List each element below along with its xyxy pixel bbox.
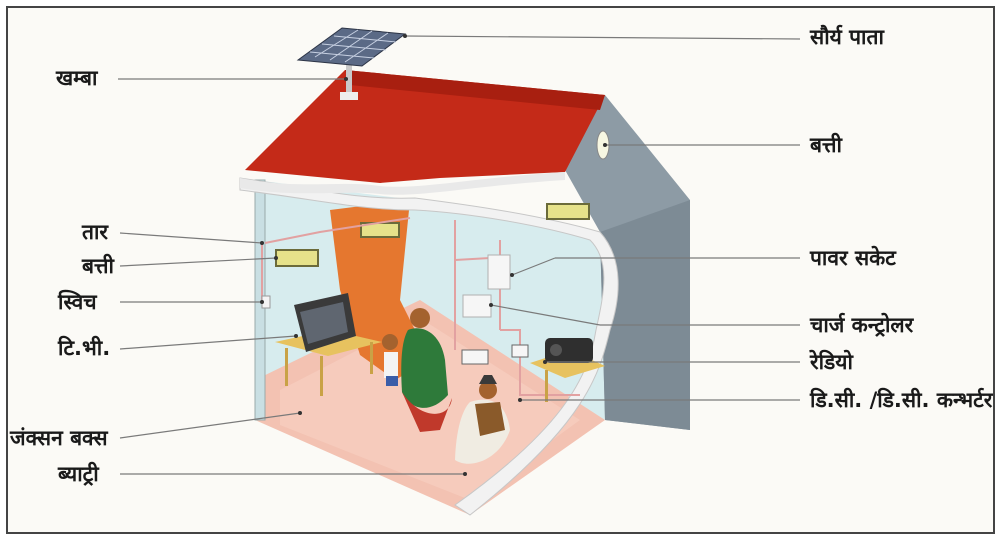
pole-base	[340, 92, 358, 100]
dot-junction	[298, 411, 302, 415]
dot-socket	[510, 273, 514, 277]
label-dc-converter: डि.सी. /डि.सी. कन्भर्टर	[810, 390, 992, 411]
power-socket-box	[488, 255, 510, 289]
battery-box	[462, 350, 488, 364]
label-solar-panel: सौर्य पाता	[810, 27, 884, 48]
tube-light-gable	[547, 204, 589, 219]
converter-box	[512, 345, 528, 357]
dot-tv	[294, 334, 298, 338]
label-junction-box: जंक्सन बक्स	[10, 428, 108, 449]
label-pole: खम्बा	[56, 68, 97, 89]
label-wire: तार	[82, 222, 108, 243]
label-charge-controller: चार्ज कन्ट्रोलर	[810, 315, 913, 336]
label-lamp-left: बत्ती	[82, 256, 114, 277]
label-radio: रेडियो	[810, 352, 853, 373]
dot-lamp-top	[603, 143, 607, 147]
tv-table-leg-b	[320, 356, 323, 396]
dot-switch	[260, 300, 264, 304]
leader-lamp-left	[120, 258, 276, 266]
dot-pole	[344, 77, 348, 81]
radio-table-leg	[545, 370, 548, 402]
label-tv: टि.भी.	[58, 338, 110, 359]
dot-radio	[543, 360, 547, 364]
child-head	[382, 334, 398, 350]
dot-solar	[403, 34, 407, 38]
label-switch: स्विच	[58, 292, 97, 313]
woman-head	[410, 308, 430, 328]
tube-light-left	[276, 250, 318, 266]
man-vest	[475, 402, 505, 436]
dot-battery	[463, 472, 467, 476]
charge-controller-box	[463, 295, 491, 317]
tv-table-leg-a	[285, 348, 288, 386]
radio-speaker	[550, 344, 562, 356]
tv-table-leg-c	[370, 342, 373, 374]
child-body	[384, 352, 398, 378]
child-shorts	[386, 376, 398, 386]
dot-converter	[518, 398, 522, 402]
dot-controller	[489, 303, 493, 307]
leader-solar	[405, 36, 800, 39]
leader-wire	[120, 233, 262, 243]
label-lamp-top: बत्ती	[810, 135, 842, 156]
dot-lamp-left	[274, 256, 278, 260]
dot-wire	[260, 241, 264, 245]
label-power-socket: पावर सकेट	[810, 248, 896, 269]
label-battery: ब्याट्री	[58, 464, 99, 485]
